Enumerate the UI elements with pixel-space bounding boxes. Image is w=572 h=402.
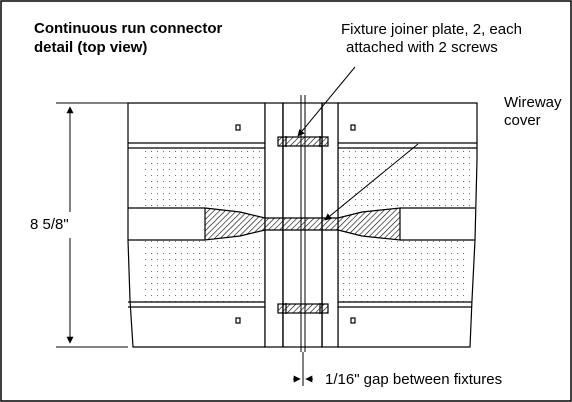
height-dimension <box>56 102 128 348</box>
gap-indicator <box>293 352 313 386</box>
height-dimension-label: 8 5/8" <box>30 216 69 233</box>
joiner-plate-top <box>277 136 329 147</box>
gap-callout: 1/16" gap between fixtures <box>325 371 503 388</box>
joiner-callout-line2: attached with 2 screws <box>346 39 498 56</box>
diagram-title-line2: detail (top view) <box>34 39 148 56</box>
left-fixture <box>127 102 266 348</box>
wireway-callout-line2: cover <box>504 112 541 129</box>
right-fixture <box>337 102 478 348</box>
wireway-leader <box>324 143 419 221</box>
wireway-callout-line1: Wireway <box>504 94 562 111</box>
joiner-plate-bottom <box>277 303 329 314</box>
joiner-leader <box>297 66 356 137</box>
joiner-callout-line1: Fixture joiner plate, 2, each <box>341 21 522 38</box>
diagram-title-line1: Continuous run connector <box>34 20 223 37</box>
wireway-cover <box>204 207 401 241</box>
